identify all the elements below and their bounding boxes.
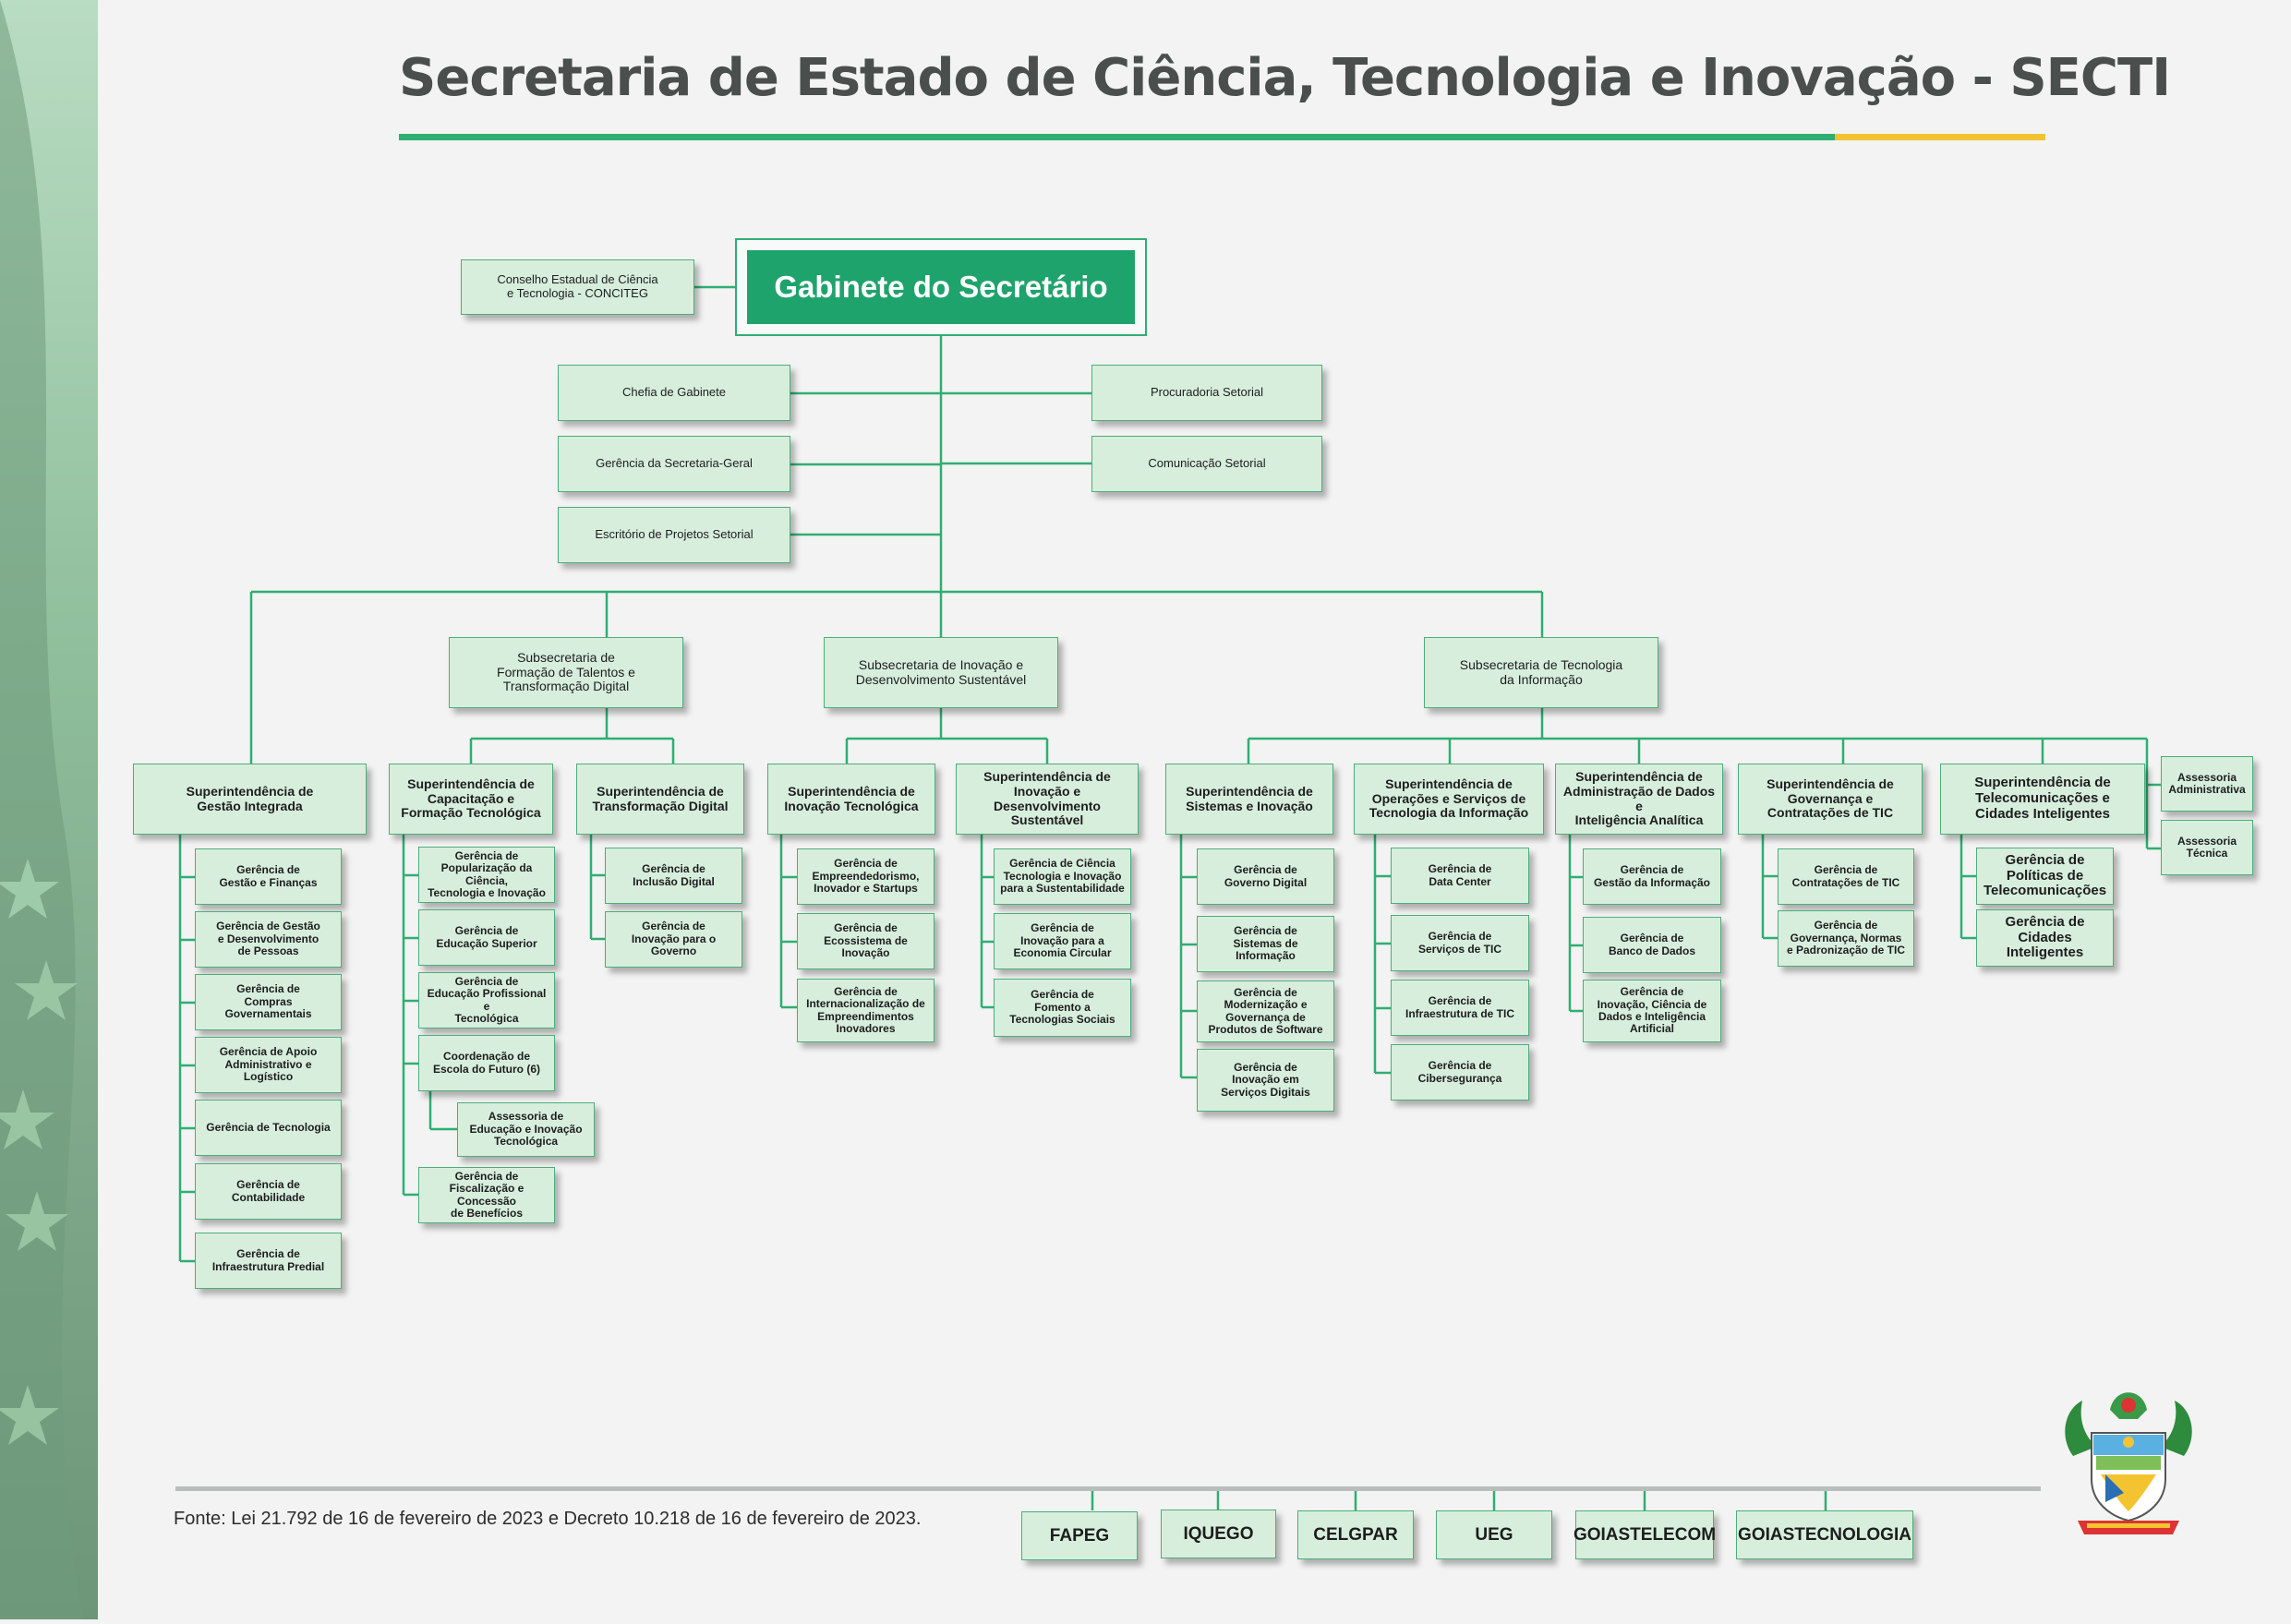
gerencia-contabilidade: Gerência de Contabilidade <box>195 1163 342 1220</box>
gerencia-secretaria-geral: Gerência da Secretaria-Geral <box>558 436 790 492</box>
gerencia-servicos-tic: Gerência de Serviços de TIC <box>1391 915 1529 971</box>
gerencia-gestao-financas: Gerência de Gestão e Finanças <box>195 848 342 905</box>
sidebar-stars-decoration <box>0 0 83 1619</box>
agency-goiastelecom: GOIASTELECOM <box>1574 1510 1716 1559</box>
superintendencia-administracao-dados: Superintendência de Administração de Dad… <box>1555 764 1723 835</box>
gerencia-empreendedorismo: Gerência de Empreendedorismo, Inovador e… <box>797 848 934 905</box>
gerencia-servicos-digitais: Gerência de Inovação em Serviços Digitai… <box>1197 1049 1334 1112</box>
superintendencia-telecomunicacoes: Superintendência de Telecomunicações e C… <box>1940 764 2145 835</box>
superintendencia-governanca: Superintendência de Governança e Contrat… <box>1738 764 1923 835</box>
gerencia-inclusao-digital: Gerência de Inclusão Digital <box>605 848 742 904</box>
conselho-conciteg: Conselho Estadual de Ciência e Tecnologi… <box>461 259 694 315</box>
gerencia-politicas-telecom: Gerência de Políticas de Telecomunicaçõe… <box>1976 848 2114 905</box>
agency-fapeg: FAPEG <box>1021 1511 1138 1560</box>
superintendencia-inovacao-tecnologica: Superintendência de Inovação Tecnológica <box>767 764 935 835</box>
goias-coat-of-arms-emblem <box>2065 1392 2192 1534</box>
gerencia-contratacoes-tic: Gerência de Contratações de TIC <box>1778 848 1914 905</box>
title-underline-green <box>399 134 1835 140</box>
gerencia-educacao-superior: Gerência de Educação Superior <box>418 909 555 966</box>
gerencia-compras: Gerência de Compras Governamentais <box>195 974 342 1030</box>
gerencia-governo-digital: Gerência de Governo Digital <box>1197 848 1334 905</box>
superintendencia-gestao-integrada: Superintendência de Gestão Integrada <box>133 764 367 835</box>
gerencia-banco-dados: Gerência de Banco de Dados <box>1583 917 1721 973</box>
assessoria-tecnica: Assessoria Técnica <box>2161 820 2253 875</box>
gerencia-tecnologias-sociais: Gerência de Fomento a Tecnologias Sociai… <box>994 979 1131 1037</box>
gerencia-internacionalizacao: Gerência de Internacionalização de Empre… <box>797 979 934 1042</box>
gerencia-cidades-inteligentes: Gerência de Cidades Inteligentes <box>1976 909 2114 967</box>
gerencia-ecossistema-inovacao: Gerência de Ecossistema de Inovação <box>797 913 934 969</box>
subsecretaria-formacao-talentos: Subsecretaria de Formação de Talentos e … <box>449 637 683 708</box>
source-note: Fonte: Lei 21.792 de 16 de fevereiro de … <box>174 1509 922 1529</box>
superintendencia-sistemas-inovacao: Superintendência de Sistemas e Inovação <box>1165 764 1333 835</box>
title-underline-yellow <box>1835 134 2045 140</box>
superintendencia-capacitacao: Superintendência de Capacitação e Formaç… <box>389 764 553 835</box>
gerencia-educacao-profissional: Gerência de Educação Profissional e Tecn… <box>418 972 555 1029</box>
gerencia-economia-circular: Gerência de Inovação para a Economia Cir… <box>994 913 1131 969</box>
gerencia-governanca-normas: Gerência de Governança, Normas e Padroni… <box>1778 910 1914 967</box>
gerencia-fiscalizacao-beneficios: Gerência de Fiscalização e Concessão de … <box>418 1167 555 1223</box>
gerencia-ciberseguranca: Gerência de Cibersegurança <box>1391 1044 1529 1101</box>
assessoria-administrativa: Assessoria Administrativa <box>2161 756 2253 812</box>
comunicacao-setorial: Comunicação Setorial <box>1091 436 1322 492</box>
agency-iquego: IQUEGO <box>1161 1510 1276 1558</box>
gerencia-ciencia-dados-ia: Gerência de Inovação, Ciência de Dados e… <box>1583 980 1721 1042</box>
subsecretaria-tecnologia-informacao: Subsecretaria de Tecnologia da Informaçã… <box>1424 637 1658 708</box>
gerencia-infraestrutura-tic: Gerência de Infraestrutura de TIC <box>1391 980 1529 1036</box>
gerencia-inovacao-governo: Gerência de Inovação para o Governo <box>605 911 742 968</box>
gerencia-ciencia-sustentabilidade: Gerência de Ciência Tecnologia e Inovaçã… <box>994 848 1131 905</box>
gerencia-popularizacao-ciencia: Gerência de Popularização da Ciência, Te… <box>418 847 555 903</box>
gabinete-do-secretario: Gabinete do Secretário <box>747 250 1135 324</box>
decorative-sidebar <box>0 0 98 1619</box>
coordenacao-escola-futuro: Coordenação de Escola do Futuro (6) <box>418 1035 555 1091</box>
superintendencia-transformacao-digital: Superintendência de Transformação Digita… <box>576 764 744 835</box>
gerencia-modernizacao-software: Gerência de Modernização e Governança de… <box>1197 980 1334 1042</box>
escritorio-projetos-setorial: Escritório de Projetos Setorial <box>558 507 790 563</box>
agency-celgpar: CELGPAR <box>1297 1510 1414 1559</box>
gerencia-infraestrutura-predial: Gerência de Infraestrutura Predial <box>195 1233 342 1289</box>
gerencia-sistemas-informacao: Gerência de Sistemas de Informação <box>1197 916 1334 972</box>
superintendencia-inovacao-desenvolvimento: Superintendência de Inovação e Desenvolv… <box>956 764 1139 835</box>
gerencia-tecnologia: Gerência de Tecnologia <box>195 1100 342 1156</box>
superintendencia-operacoes-servicos: Superintendência de Operações e Serviços… <box>1354 764 1544 835</box>
assessoria-educacao-inovacao: Assessoria de Educação e Inovação Tecnol… <box>457 1102 595 1157</box>
agency-ueg: UEG <box>1436 1510 1552 1559</box>
gerencia-gestao-pessoas: Gerência de Gestão e Desenvolvimento de … <box>195 911 342 968</box>
gerencia-apoio-administrativo: Gerência de Apoio Administrativo e Logís… <box>195 1037 342 1093</box>
agency-goiastecnologia: GOIASTECNOLOGIA <box>1736 1510 1913 1559</box>
gerencia-data-center: Gerência de Data Center <box>1391 848 1529 904</box>
page-title: Secretaria de Estado de Ciência, Tecnolo… <box>399 48 2171 108</box>
chefia-de-gabinete: Chefia de Gabinete <box>558 365 790 421</box>
subsecretaria-inovacao: Subsecretaria de Inovação e Desenvolvime… <box>824 637 1058 708</box>
footer-divider <box>175 1486 2041 1491</box>
procuradoria-setorial: Procuradoria Setorial <box>1091 365 1322 421</box>
gerencia-gestao-informacao: Gerência de Gestão da Informação <box>1583 848 1721 905</box>
